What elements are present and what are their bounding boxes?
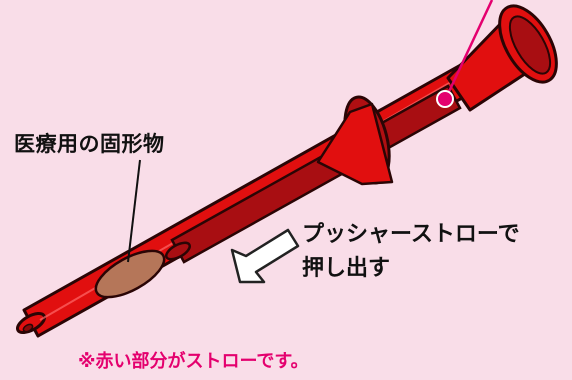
medicine-pill (94, 249, 166, 299)
push-instruction-line2: 押し出す (302, 256, 391, 281)
push-instruction-line1: プッシャーストローで (302, 222, 520, 247)
straw-pointer (436, 0, 494, 108)
funnel-end (446, 4, 558, 112)
push-instruction-label: プッシャーストローで 押し出す (302, 218, 520, 286)
push-arrow-icon (230, 228, 300, 284)
medicine-pointer-line (127, 159, 141, 263)
flange-ring (316, 95, 394, 186)
caption-note: ※赤い部分がストローです。 (78, 351, 309, 372)
medicine-label: 医療用の固形物 (14, 132, 165, 156)
